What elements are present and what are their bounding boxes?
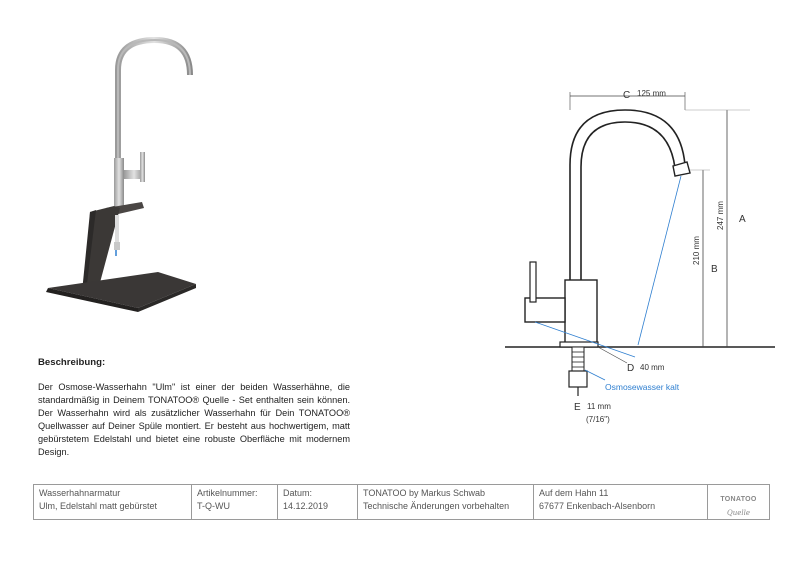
footer-address-cell: Auf dem Hahn 11 67677 Enkenbach-Alsenbor… xyxy=(534,485,708,519)
footer-street: Auf dem Hahn 11 xyxy=(539,488,609,498)
tonatoo-logo: TONATOO Quelle xyxy=(720,495,757,517)
dim-d-value: 40 mm xyxy=(640,363,665,372)
footer-logo-cell: TONATOO Quelle xyxy=(708,485,769,519)
dim-e-letter: E xyxy=(574,402,581,413)
footer-product-type: Wasserhahnarmatur xyxy=(39,488,121,498)
dim-b-letter: B xyxy=(711,264,718,275)
description-block: Beschreibung: Der Osmose-Wasserhahn "Ulm… xyxy=(38,356,350,459)
description-text: Der Osmose-Wasserhahn "Ulm" ist einer de… xyxy=(38,382,350,457)
footer-article-value: T-Q-WU xyxy=(197,501,230,511)
footer-company-cell: TONATOO by Markus Schwab Technische Ände… xyxy=(358,485,534,519)
footer-article-label: Artikelnummer: xyxy=(197,488,258,498)
dim-c-letter: C xyxy=(623,90,630,101)
dim-c-value: 125 mm xyxy=(637,89,666,98)
footer-date-label: Datum: xyxy=(283,488,313,498)
footer-company-name: TONATOO by Markus Schwab xyxy=(363,488,486,498)
water-label: Osmosewasser kalt xyxy=(605,382,680,392)
logo-sub: Quelle xyxy=(726,508,750,517)
footer-disclaimer: Technische Änderungen vorbehalten xyxy=(363,501,510,511)
product-photo xyxy=(30,30,210,320)
footer-date-value: 14.12.2019 xyxy=(283,501,329,511)
footer-city: 67677 Enkenbach-Alsenborn xyxy=(539,501,656,511)
dim-e-value: 11 mm xyxy=(587,402,611,411)
dim-b-value: 210 mm xyxy=(692,236,701,265)
logo-title: TONATOO xyxy=(720,495,757,503)
footer-date-cell: Datum: 14.12.2019 xyxy=(278,485,358,519)
dim-d-letter: D xyxy=(627,363,634,374)
footer-article-cell: Artikelnummer: T-Q-WU xyxy=(192,485,278,519)
dim-a-letter: A xyxy=(739,214,746,225)
dim-a-value: 247 mm xyxy=(716,201,725,230)
footer-table: Wasserhahnarmatur Ulm, Edelstahl matt ge… xyxy=(33,484,770,520)
footer-product-cell: Wasserhahnarmatur Ulm, Edelstahl matt ge… xyxy=(34,485,192,519)
description-heading: Beschreibung: xyxy=(38,357,106,368)
dim-e-inch: (7/16") xyxy=(586,415,610,424)
footer-product-name: Ulm, Edelstahl matt gebürstet xyxy=(39,501,158,511)
technical-drawing: C 125 mm A 247 mm B 210 mm D 40 mm Osmos… xyxy=(405,70,785,440)
